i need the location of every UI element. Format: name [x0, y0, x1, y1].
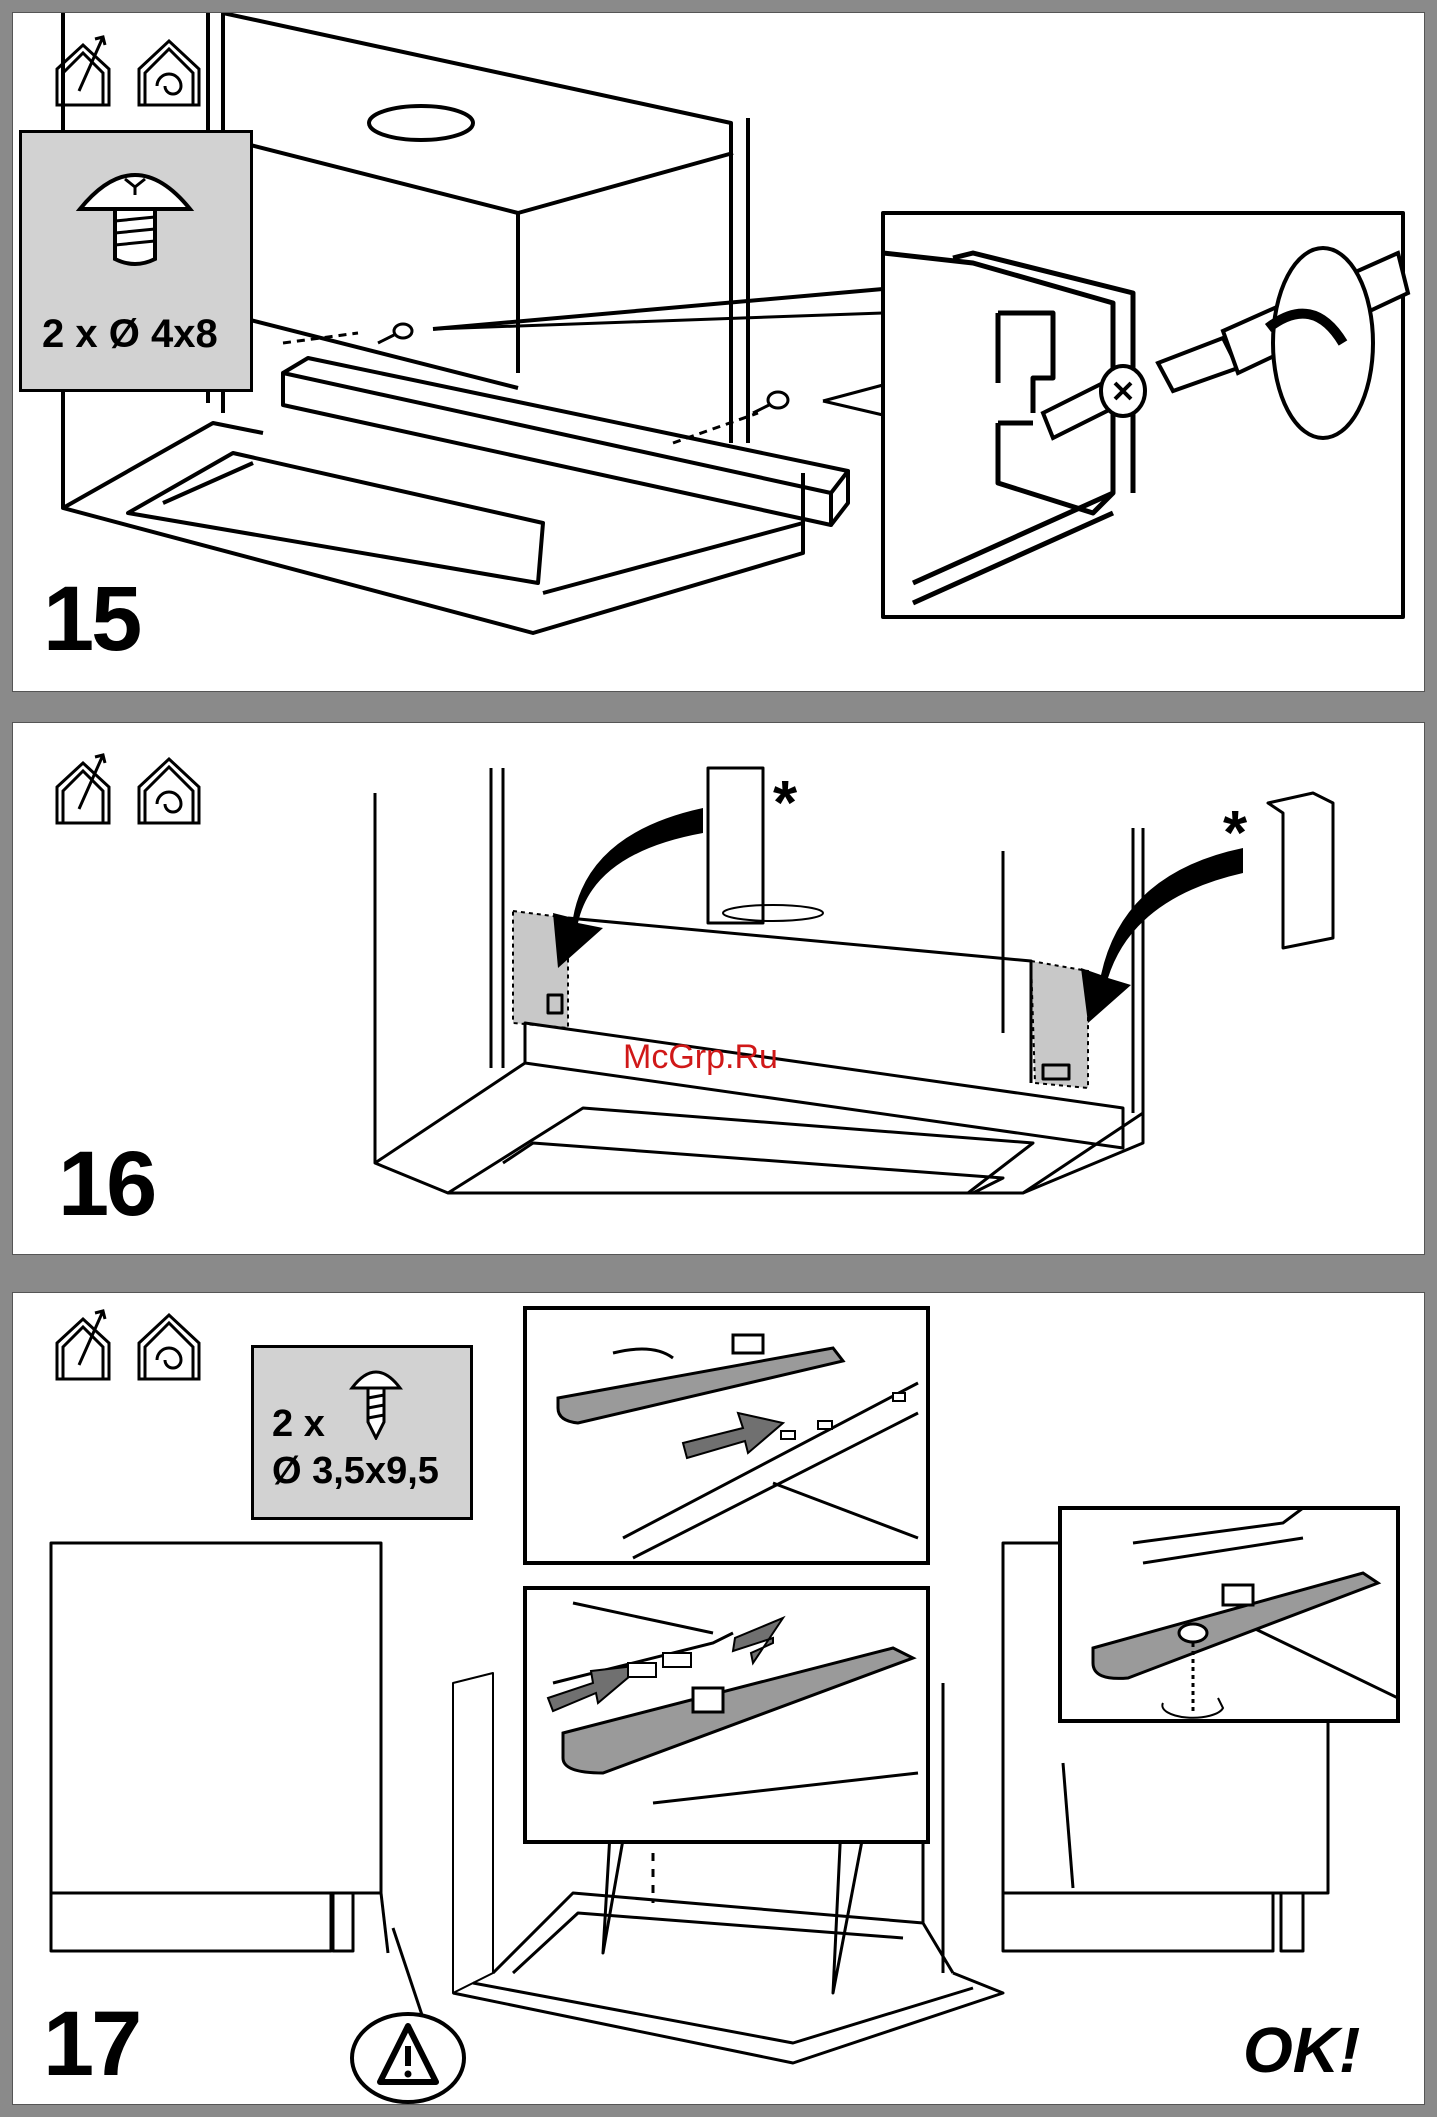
step-16-illustration: [13, 723, 1425, 1255]
ok-label: OK!: [1243, 2013, 1360, 2087]
optional-part-asterisk: *: [773, 773, 797, 835]
warning-triangle-icon: [348, 2008, 468, 2104]
screw-spec-box: 2 x Ø 3,5x9,5: [251, 1345, 473, 1520]
screwdriver-icon: [1158, 248, 1408, 438]
step-17-illustration: [13, 1293, 1425, 2105]
recirculation-mode-icon: [133, 1305, 213, 1385]
step-number: 17: [43, 1998, 139, 2090]
optional-part-asterisk: *: [1223, 803, 1247, 865]
screw-spec-text: 2 x Ø 4x8: [42, 311, 218, 357]
step-number: 15: [43, 573, 139, 665]
step-17-panel: 2 x Ø 3,5x9,5 OK! 17: [12, 1292, 1425, 2105]
step-15-panel: 2 x Ø 4x8 15: [12, 12, 1425, 692]
recirculation-mode-icon: [133, 31, 213, 111]
watermark: McGrp.Ru: [623, 1038, 778, 1077]
screw-icon: [60, 151, 210, 271]
self-tapping-screw-icon: [346, 1360, 406, 1440]
screw-count-text: 2 x: [272, 1403, 325, 1447]
screw-size-text: Ø 3,5x9,5: [272, 1450, 439, 1494]
screw-icon: [1043, 366, 1145, 438]
insert-arrow-icon: [553, 808, 1243, 1023]
step-16-panel: * * McGrp.Ru 16: [12, 722, 1425, 1255]
recirculation-mode-icon: [133, 749, 213, 829]
step-number: 16: [58, 1138, 154, 1230]
screw-spec-box: 2 x Ø 4x8: [19, 130, 253, 392]
